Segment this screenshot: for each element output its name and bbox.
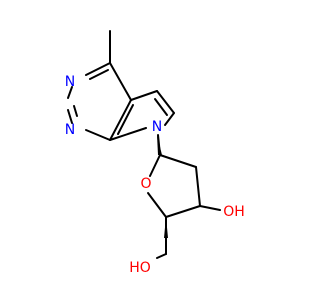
bond-c5-oh	[156, 253, 167, 259]
atom-oh-secondary: OH	[223, 204, 245, 220]
bond-c4-o4	[147, 192, 167, 218]
bond-n1-c7a	[85, 129, 111, 141]
bond-c3-oh	[199, 205, 221, 211]
wedge-bonds	[157, 135, 168, 238]
bond-c2-n1-inner	[73, 105, 78, 117]
atom-labels: N N N O OH HO	[65, 74, 245, 276]
bond-c5-c6	[156, 90, 175, 114]
atom-n-pyrimidine-top: N	[65, 74, 75, 90]
bond-c7a-c4a	[109, 99, 132, 141]
bonds	[67, 30, 221, 259]
bond-c4a-c5	[130, 90, 158, 101]
atom-n-pyrrole: N	[152, 119, 162, 135]
atom-o-ring: O	[140, 176, 151, 192]
molecule-structure: N N N O OH HO	[65, 30, 245, 276]
bond-c4a-c4	[109, 62, 132, 101]
wedge-c4-c5	[164, 217, 168, 238]
bond-c2-c3	[195, 166, 201, 207]
bond-n3-c2	[67, 86, 73, 99]
bond-c6-n7	[164, 112, 175, 126]
bond-c3-c4	[165, 205, 201, 218]
bond-c4-n3-inner	[89, 69, 109, 80]
atom-n-pyrimidine-bottom: N	[65, 122, 75, 138]
wedge-c1-n7	[157, 135, 162, 155]
bond-c2-n1	[67, 109, 73, 124]
atom-oh-primary: HO	[129, 260, 151, 276]
bond-c4-n3	[85, 62, 111, 76]
bond-n7-c7a	[109, 127, 147, 141]
bond-c7a-c4a-inner	[117, 104, 134, 135]
bond-c1-c2	[159, 154, 197, 168]
bond-c5-c6-inner	[154, 98, 168, 116]
bond-o4-c1	[149, 154, 161, 177]
